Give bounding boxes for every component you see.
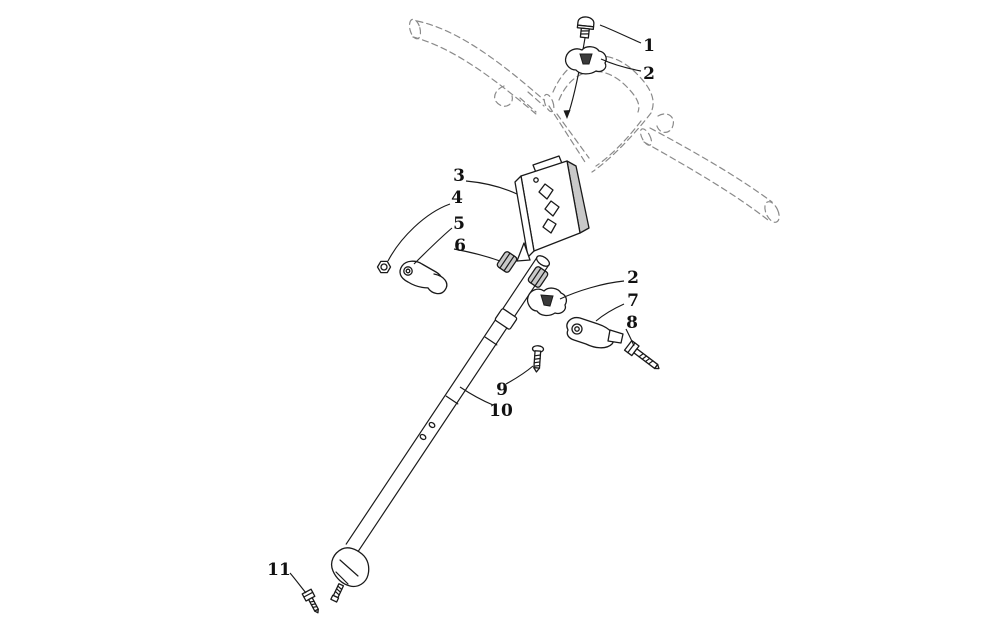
callout-label-10: 10 [489,401,513,421]
plate-bolt-hole [533,177,539,183]
post-top-cap [535,255,551,267]
handlebar-left-tube-top-edge [416,20,545,101]
callout-label-3: 3 [453,166,465,186]
post-yoke-slot [339,559,359,577]
handlebar-riser-right-inner [595,120,642,167]
callout-label-4: 4 [451,188,463,208]
nut-4-bore [380,263,388,271]
bushing-part-6-a [496,251,518,273]
handlebar-center-arch-inner [558,70,640,113]
steering-arm-part-7 [566,316,624,349]
arm-5-eye-bore [405,268,411,274]
leader-2-upper [600,58,642,72]
leader-6 [453,248,501,262]
handlebar-clamp-part-2-upper [564,46,607,75]
callouts: 1 2 3 4 5 6 2 7 8 9 10 11 [267,36,655,580]
bolt-part-8 [623,339,660,370]
handlebar-center-arch-outer [552,55,654,111]
post-collar [494,308,518,330]
handlebar-riser-left-inner [556,113,590,159]
callout-label-2-upper: 2 [643,64,655,84]
handlebar-grip-boundary-2 [527,91,545,107]
post-hole-lower [419,433,427,441]
bolt-9-tip [533,367,541,373]
steering-post-part-10 [330,255,551,603]
handlebar-phantom-outline [408,18,780,223]
handlebar-left-lever-mount [494,85,513,107]
callout-label-1: 1 [643,36,655,56]
callout-label-9: 9 [496,380,508,400]
leader-8 [625,328,635,347]
arm-7-eye-bore [574,326,580,332]
leader-4 [387,203,451,262]
plate-diamond-hole-3 [542,218,557,234]
bushing-part-6-b [527,266,549,288]
post-hole-upper [428,421,436,429]
post-yoke-edge [335,571,349,585]
post-tube-right-edge [357,264,550,553]
post-threaded-stud [330,583,345,603]
link-arm-part-5 [399,260,448,295]
handlebar-right-tube-bottom-edge [643,141,769,221]
axis-leader-line [568,37,586,113]
clamp-2-upper-notch [579,53,593,65]
handlebar-right-tube-top-edge [649,127,773,203]
plate-diamond-hole-2 [544,200,560,217]
clamp-2-lower-notch [540,294,554,307]
leader-11 [289,572,307,594]
bolt-part-1 [576,16,595,39]
arm-5-cup-end [427,273,448,295]
leader-lines [289,24,642,594]
handlebar-right-grip-end [764,201,780,223]
callout-label-5: 5 [453,214,465,234]
steering-support-plate-part-3 [514,155,590,262]
handlebar-center-section-right [639,128,653,146]
leader-5 [413,227,453,265]
post-spline-tip [516,242,531,262]
handlebar-riser-right-outer [591,112,652,173]
assembly-axis-line [563,37,586,119]
leader-1 [599,24,642,44]
clamp-half-part-2-lower [526,287,568,317]
bolt-8-tip [654,363,660,370]
post-section-line [445,395,459,405]
bolt-8-shank [633,348,659,370]
callout-label-11: 11 [267,560,291,580]
handlebar-riser-left-outer [548,105,586,163]
callout-label-2-lower: 2 [627,268,639,288]
handlebar-grip-boundary-1 [519,97,537,113]
bolt-part-11 [301,588,319,614]
leader-2-lower [559,280,625,300]
callout-label-6: 6 [454,236,466,256]
handlebar-center-section-left [543,93,555,113]
post-weld-seam [484,336,498,346]
leader-3 [465,180,518,195]
handlebar-right-lever-mount [656,113,674,133]
post-bottom-yoke [330,547,370,588]
plate-diamond-hole-1 [538,183,554,200]
bolt-1-shank [579,27,590,39]
axis-arrowhead [563,110,571,119]
bolt-part-9 [531,345,545,373]
bolt-11-tip [314,608,319,614]
leader-9 [505,365,534,385]
arm-7-clevis [607,329,624,344]
callout-label-7: 7 [627,291,639,311]
post-tube-left-edge [345,256,538,545]
leader-10 [459,386,494,406]
handlebar-left-tube-bottom-edge [412,36,537,115]
nut-part-4 [376,260,392,274]
leader-7 [595,303,625,322]
callout-label-8: 8 [626,313,638,333]
